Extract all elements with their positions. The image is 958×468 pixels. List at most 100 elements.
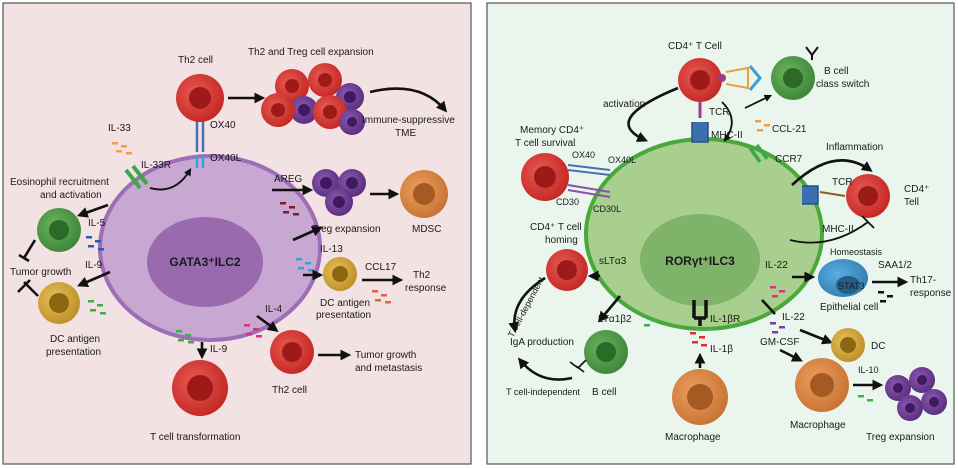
mhc2-top-label: MHC-II bbox=[711, 130, 743, 141]
dc-antigen-right-label-1: DC antigen bbox=[320, 298, 370, 309]
treg-expansion-label: Treg expansion bbox=[312, 224, 381, 235]
mhc2-top bbox=[691, 122, 709, 143]
il5-label: IL-5 bbox=[88, 218, 106, 229]
arrow-il33-ox40l bbox=[149, 168, 192, 191]
inflammation-label: Inflammation bbox=[826, 142, 883, 153]
th2-response-label-1: Th2 bbox=[413, 270, 431, 281]
il10-dots bbox=[858, 395, 873, 402]
ox40l-label: OX40L bbox=[210, 153, 242, 164]
ox40-receptor bbox=[195, 118, 205, 168]
right-panel: RORγt⁺ILC3 CD4⁺ T Cell B cell class swit… bbox=[486, 2, 955, 465]
ox40l-right-label: OX40L bbox=[608, 155, 636, 165]
eosinophil-label-1: Eosinophil recruitment bbox=[10, 177, 109, 188]
ccl17-label: CCL17 bbox=[365, 262, 397, 273]
ilc3-label: RORγt⁺ILC3 bbox=[665, 254, 735, 268]
homing-label-2: homing bbox=[545, 235, 578, 246]
t-independent-label: T cell-independent bbox=[506, 387, 580, 397]
treg-expansion-right-label: Treg expansion bbox=[866, 432, 935, 443]
th2-cell-bottom-label: Th2 cell bbox=[272, 385, 307, 396]
macrophage-right-label: Macrophage bbox=[790, 420, 846, 431]
tcr-top-label: TCR bbox=[709, 107, 730, 118]
ilc3-nucleus bbox=[640, 214, 760, 306]
left-panel: GATA3⁺ILC2 OX40 OX40L Th2 cell Th2 and T… bbox=[2, 2, 472, 465]
antibody-icon bbox=[805, 46, 819, 60]
sltab-label: sLTα3 bbox=[599, 256, 627, 267]
ox40-cd30-receptors bbox=[567, 164, 611, 198]
il1b-label: IL-1β bbox=[710, 344, 733, 355]
th2-response-label-2: response bbox=[405, 283, 447, 294]
cd30l-label: CD30L bbox=[593, 204, 621, 214]
ilc2-nucleus bbox=[147, 217, 263, 307]
antibody-icon-bottom bbox=[569, 359, 587, 373]
t-cell-transformation-label: T cell transformation bbox=[150, 432, 240, 443]
il9-left-label: IL-9 bbox=[85, 260, 103, 271]
ltab-dots bbox=[642, 315, 657, 327]
tme-label: TME bbox=[395, 128, 416, 139]
areg-dots bbox=[280, 202, 299, 216]
dc-antigen-left-label-2: presentation bbox=[46, 347, 101, 358]
ccl21-label: CCL-21 bbox=[772, 124, 807, 135]
ilc2-label: GATA3⁺ILC2 bbox=[169, 255, 241, 269]
cd4-tell-label-2: Tell bbox=[904, 197, 919, 208]
ccl17-dots bbox=[372, 290, 391, 304]
ox40-right-label: OX40 bbox=[572, 150, 595, 160]
th17-label-2: response bbox=[910, 288, 952, 299]
il1br-label: IL-1βR bbox=[710, 314, 740, 325]
ccl21-dots bbox=[755, 120, 770, 132]
mhc2-right-label: MHC-II bbox=[822, 224, 854, 235]
il33r-label: IL-33R bbox=[141, 160, 171, 171]
il9-bottom-dots bbox=[176, 330, 194, 344]
gmcsf-label: GM-CSF bbox=[760, 337, 799, 348]
cd4-tell-label-1: CD4⁺ bbox=[904, 184, 929, 195]
ox40-label: OX40 bbox=[210, 120, 236, 131]
b-cell-synapse bbox=[725, 66, 749, 90]
macrophage-bottom-label: Macrophage bbox=[665, 432, 721, 443]
il33-label: IL-33 bbox=[108, 123, 131, 134]
expansion-label: Th2 and Treg cell expansion bbox=[248, 47, 374, 58]
il1br-receptor bbox=[692, 300, 708, 326]
ccr7-label: CCR7 bbox=[775, 154, 803, 165]
il13-label: IL-13 bbox=[320, 244, 343, 255]
immune-suppressive-label: Immune-suppressive bbox=[362, 115, 455, 126]
th2-treg-cluster bbox=[261, 63, 365, 135]
ltab-label: LTα1β2 bbox=[598, 314, 632, 325]
il13-dots bbox=[296, 258, 314, 272]
metastasis-label-1: Tumor growth bbox=[355, 350, 416, 361]
tcr-right-label: TCR bbox=[832, 177, 853, 188]
il22-top-dots bbox=[770, 286, 785, 298]
il22-top-label: IL-22 bbox=[765, 260, 788, 271]
saa-dots bbox=[878, 291, 893, 303]
homing-label-1: CD4⁺ T cell bbox=[530, 222, 582, 233]
dc-antigen-right-label-2: presentation bbox=[316, 310, 371, 321]
saa-label: SAA1/2 bbox=[878, 260, 912, 271]
memory-label-1: Memory CD4⁺ bbox=[520, 125, 584, 136]
il10-label: IL-10 bbox=[858, 365, 879, 375]
il9-left-dots bbox=[88, 300, 106, 315]
treg-cluster bbox=[312, 169, 366, 216]
il4-dots bbox=[244, 324, 262, 338]
tumor-growth-label: Tumor growth bbox=[10, 267, 71, 278]
epithelial-label: Epithelial cell bbox=[820, 302, 878, 313]
th2-cell-top-label: Th2 cell bbox=[178, 55, 213, 66]
arrow-to-tme bbox=[369, 87, 448, 113]
mhc2-right bbox=[802, 185, 819, 205]
b-cell-bottom-label: B cell bbox=[592, 387, 616, 398]
dc-antigen-left-label-1: DC antigen bbox=[50, 334, 100, 345]
cd4-t-cell-label: CD4⁺ T Cell bbox=[668, 41, 722, 52]
homeostasis-label: Homeostasis bbox=[830, 247, 883, 257]
eosinophil-label-2: and activation bbox=[40, 190, 102, 201]
il33-dots bbox=[112, 142, 132, 155]
metastasis-label-2: and metastasis bbox=[355, 363, 422, 374]
il5-dots bbox=[86, 236, 104, 251]
activation-label: activation bbox=[603, 99, 645, 110]
dc-label: DC bbox=[871, 341, 885, 352]
il1b-dots bbox=[690, 332, 707, 347]
cd30-label: CD30 bbox=[556, 197, 579, 207]
iga-label: IgA production bbox=[510, 337, 574, 348]
il9-bottom-label: IL-9 bbox=[210, 344, 228, 355]
mdsc-label: MDSC bbox=[412, 224, 441, 235]
b-cell-label-1: B cell bbox=[824, 66, 848, 77]
ccr7-receptor bbox=[748, 143, 769, 164]
areg-label: AREG bbox=[274, 174, 303, 185]
